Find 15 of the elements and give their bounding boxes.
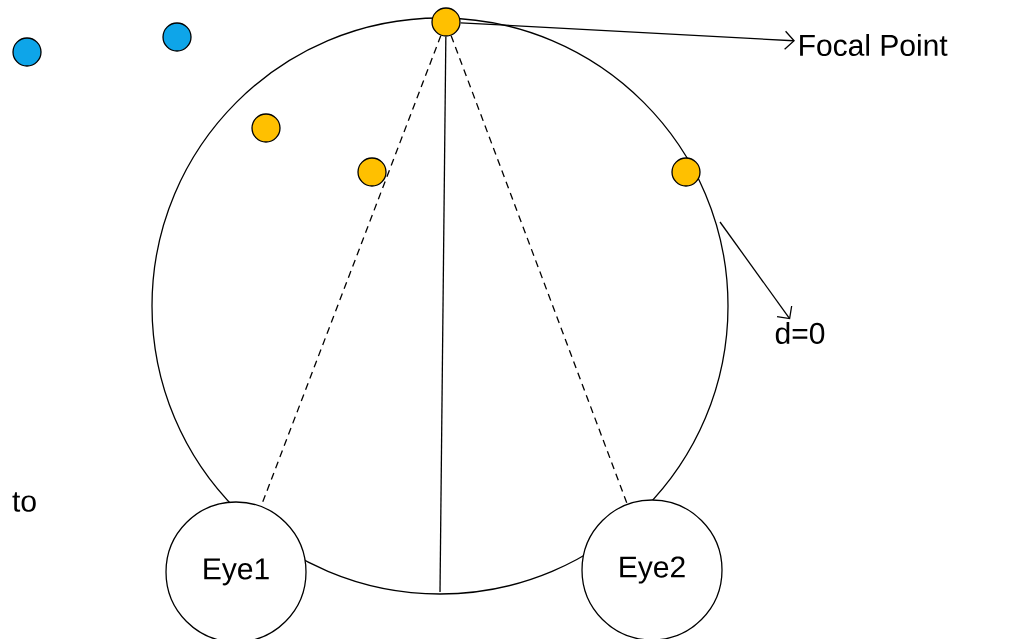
dot	[12, 37, 42, 67]
dashed-line	[450, 35, 628, 505]
point-label: Focal Point	[800, 34, 948, 56]
dot	[251, 113, 281, 143]
leader-arrow	[719, 221, 793, 320]
line	[439, 36, 447, 593]
dot	[357, 157, 387, 187]
node-label: Eye2	[620, 556, 685, 584]
dot	[162, 22, 192, 52]
leader-arrow	[460, 22, 795, 50]
label: to	[12, 492, 36, 512]
dot	[671, 157, 701, 187]
point-label: d=0	[775, 322, 825, 344]
node-label: Eye1	[204, 558, 269, 586]
dot	[431, 7, 461, 37]
